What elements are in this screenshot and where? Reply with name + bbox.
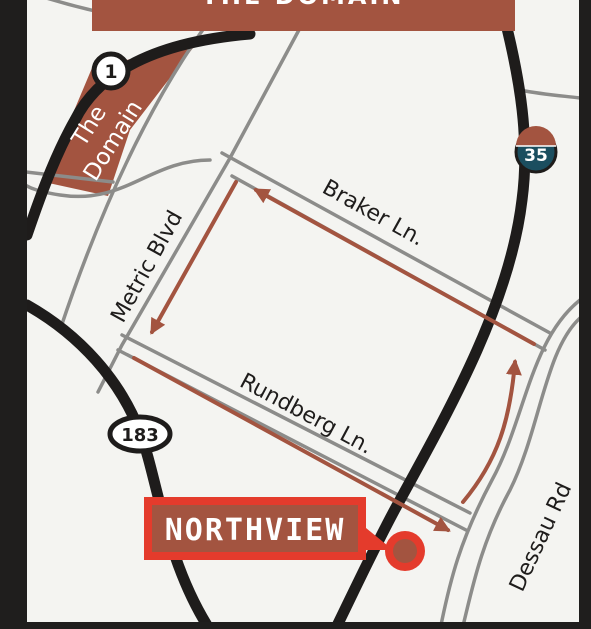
header-banner-title: THE DOMAIN (201, 0, 404, 10)
arrow-braker-westbound (253, 188, 536, 346)
northview-label: NORTHVIEW (165, 513, 346, 548)
minor-road-northwest (58, 0, 227, 332)
minor-road-domain-edge (27, 170, 115, 184)
i-35-highway (332, 14, 531, 622)
dessau-rd-road (439, 298, 579, 622)
us-183-shield: 183 (107, 414, 173, 454)
header-banner: THE DOMAIN (92, 0, 515, 31)
loop-1-shield-number: 1 (104, 61, 117, 83)
i-35-shield-number: 35 (524, 146, 548, 166)
minor-road-east-top (518, 88, 579, 100)
arrow-rundberg-eastbound (132, 356, 451, 532)
the-domain-district (44, 44, 196, 196)
i-35-shield: 35 (514, 126, 558, 174)
arrow-dessau-northbound (461, 358, 522, 504)
loop-1-highway (27, 28, 256, 241)
arrow-metric-southbound (150, 180, 238, 335)
dessau-rd-road-outline (462, 316, 579, 622)
metric-blvd-road (96, 26, 302, 394)
loop-1-shield: 1 (91, 51, 131, 91)
northview-location-marker (385, 531, 425, 571)
northview-callout: NORTHVIEW (144, 497, 393, 560)
us-183-shield-number: 183 (121, 425, 159, 446)
minor-road-west-curve (27, 158, 212, 199)
